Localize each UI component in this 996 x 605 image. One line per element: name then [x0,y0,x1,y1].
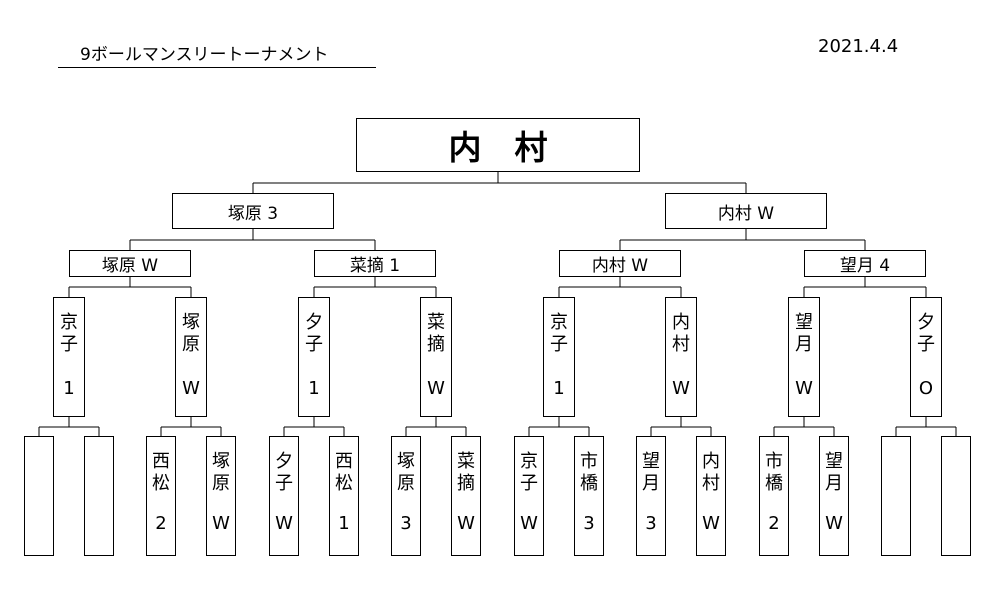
entry-score: W [672,378,690,399]
quarterfinal-entry-box-7: 夕子 O [910,297,942,417]
round1-entry-box-9: 市橋 3 [574,436,604,556]
round1-entry-box-6: 塚原 3 [391,436,421,556]
entry-name: 西松 [152,451,170,494]
entry-name: 塚原 [397,451,415,494]
entry-score: 2 [768,513,780,534]
entry-score: 3 [400,513,412,534]
entry-score: 1 [63,378,75,399]
entry-name: 西松 [335,451,353,494]
entry-score: W [825,513,843,534]
quarterfinal-entry-box-4: 京子 1 [543,297,575,417]
round1-entry-box-0 [24,436,54,556]
round1-entry-box-8: 京子 W [514,436,544,556]
entry-score: W [457,513,475,534]
entry-name: 京子 [520,451,538,494]
round1-entry-box-2: 西松 2 [146,436,176,556]
entry-score: W [520,513,538,534]
entry-score: W [275,513,293,534]
entry-name: 塚原 [182,312,200,355]
tournament-title: 9ボールマンスリートーナメント [80,45,329,65]
entry-name: 市橋 [580,451,598,494]
round1-entry-box-10: 望月 3 [636,436,666,556]
champion-box: 内 村 [356,118,640,172]
entry-score: 1 [338,513,350,534]
quarterfinal-entry-box-6: 望月 W [788,297,820,417]
entry-name: 夕子 [305,312,323,355]
entry-name: 京子 [550,312,568,355]
semifinal-entry-box-3: 望月 4 [804,250,926,277]
round1-entry-box-5: 西松 1 [329,436,359,556]
semifinal-entry-box-1: 菜摘 1 [314,250,436,277]
entry-score: 2 [155,513,167,534]
tournament-date: 2021.4.4 [818,36,899,57]
quarterfinal-entry-box-1: 塚原 W [175,297,207,417]
entry-name: 塚原 [212,451,230,494]
round1-entry-box-13: 望月 W [819,436,849,556]
entry-score: W [795,378,813,399]
final-entry-box-0: 塚原 3 [172,193,334,229]
entry-score: W [212,513,230,534]
semifinal-entry-box-0: 塚原 W [69,250,191,277]
round1-entry-box-14 [881,436,911,556]
round1-entry-box-11: 内村 W [696,436,726,556]
entry-name: 菜摘 [457,451,475,494]
round1-entry-box-15 [941,436,971,556]
entry-score: O [918,378,934,399]
entry-name: 夕子 [275,451,293,494]
entry-score: W [427,378,445,399]
entry-name: 望月 [642,451,660,494]
round1-entry-box-3: 塚原 W [206,436,236,556]
quarterfinal-entry-box-0: 京子 1 [53,297,85,417]
quarterfinal-entry-box-3: 菜摘 W [420,297,452,417]
entry-name: 京子 [60,312,78,355]
quarterfinal-entry-box-2: 夕子 1 [298,297,330,417]
round1-entry-box-1 [84,436,114,556]
entry-score: 3 [645,513,657,534]
round1-entry-box-4: 夕子 W [269,436,299,556]
entry-score: 3 [583,513,595,534]
entry-name: 望月 [795,312,813,355]
entry-name: 内村 [702,451,720,494]
entry-score: 1 [553,378,565,399]
semifinal-entry-box-2: 内村 W [559,250,681,277]
entry-name: 望月 [825,451,843,494]
entry-name: 市橋 [765,451,783,494]
entry-name: 内村 [672,312,690,355]
final-entry-box-1: 内村 W [665,193,827,229]
entry-score: 1 [308,378,320,399]
round1-entry-box-12: 市橋 2 [759,436,789,556]
title-underline [58,67,376,68]
round1-entry-box-7: 菜摘 W [451,436,481,556]
entry-score: W [182,378,200,399]
entry-name: 夕子 [917,312,935,355]
entry-score: W [702,513,720,534]
quarterfinal-entry-box-5: 内村 W [665,297,697,417]
entry-name: 菜摘 [427,312,445,355]
